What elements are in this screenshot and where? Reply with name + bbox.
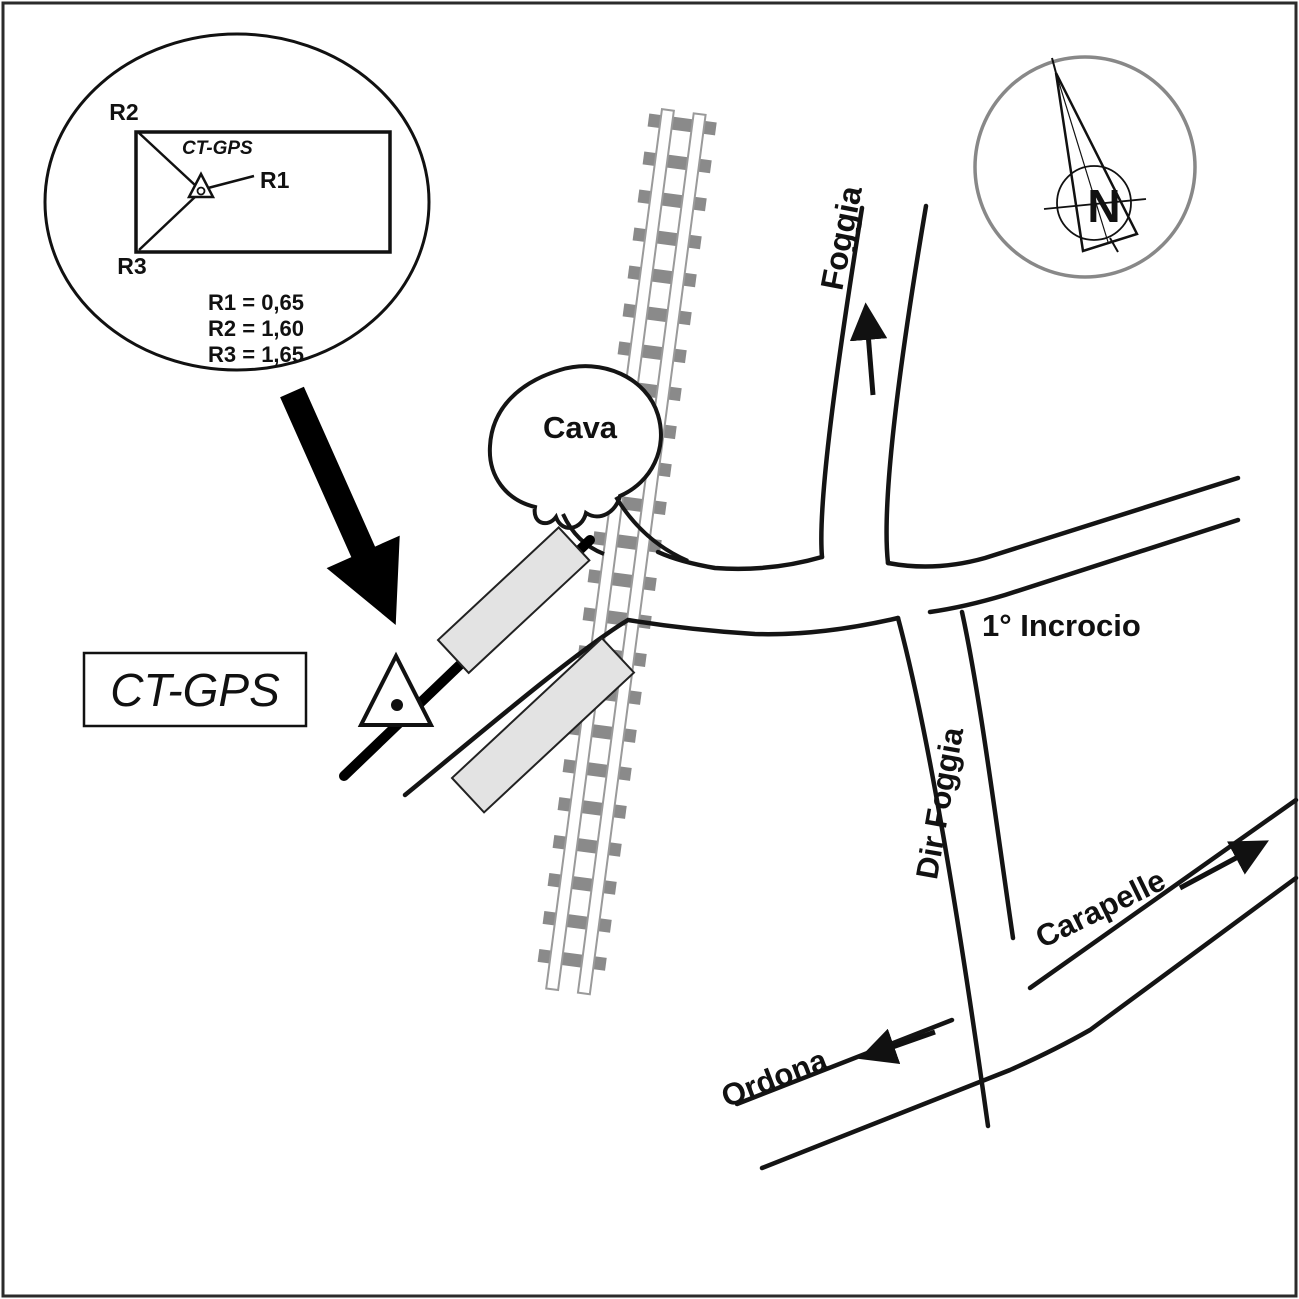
road-foggia-right-edge [884,203,929,566]
inset-point-dot [196,186,206,196]
road-main-upper-left [655,549,825,572]
road-direction-arrows [849,302,1269,1065]
road-network [402,203,1299,1171]
measurement-r2: R2 = 1,60 [208,316,304,341]
inset-callout-arrow [280,386,400,625]
compass-top-tick [1051,57,1057,74]
cava-access-left [561,513,605,556]
label-r1: R1 [260,167,290,193]
compass-inner-circle [1056,165,1132,241]
label-r2: R2 [109,99,138,125]
building-1 [436,526,591,675]
inset-triangle-icon [186,171,216,199]
ordona-label: Ordona [717,1042,833,1114]
radial-line-r3 [138,195,197,251]
cava-access-right [614,495,689,563]
compass-outer-circle [973,55,1197,279]
compass-needle-crease [1055,72,1109,243]
first-crossing-label: 1° Incrocio [982,608,1141,643]
road-dir-foggia-left-edge [895,615,991,1129]
road-foggia-left-edge [819,205,865,560]
compass-rose: N [973,55,1197,279]
building-2 [450,636,636,814]
carapelle-direction-arrow [1178,840,1269,891]
station-label-frame [82,651,308,728]
station-point-dot [391,699,403,711]
monument-inset: CT-GPS R2 R3 R1 R1 = 0,65 R2 = 1,60 R3 =… [43,32,431,372]
railway-track [537,108,717,996]
cava-label: Cava [543,410,618,445]
cava-area: Cava [487,364,689,563]
measurement-r3: R3 = 1,65 [208,342,304,367]
road-ordona-carapelle-lower-edge [759,875,1299,1171]
road-main-upper-right [885,475,1241,569]
compass-axis-line [1043,198,1147,210]
measurement-r1: R1 = 0,65 [208,290,304,315]
dir-foggia-label: Dir Foggia [909,724,970,882]
foggia-label: Foggia [814,183,869,293]
compass-north-label: N [1087,180,1120,232]
station-label-box: CT-GPS [82,651,308,728]
radial-line-r1 [207,174,255,190]
radial-line-r2 [138,132,197,187]
road-main-lower-right [927,517,1241,615]
station-marker [357,651,435,727]
cava-outline [487,364,663,530]
road-carapelle-upper-edge [1027,797,1299,991]
inset-title: CT-GPS [182,138,253,159]
foggia-direction-arrow [849,302,888,396]
road-dir-foggia-right-edge [959,609,1016,941]
compass-bottom-tick [1109,237,1119,253]
road-ordona-upper-edge [734,1017,955,1107]
callout-arrow-shape [280,386,400,625]
monument-plan-rect [134,130,392,254]
station-label: CT-GPS [110,664,280,716]
ordona-direction-arrow [858,1028,936,1065]
station-triangle-icon [357,651,435,727]
label-r3: R3 [117,253,146,279]
road-main-lower-left [402,615,901,798]
